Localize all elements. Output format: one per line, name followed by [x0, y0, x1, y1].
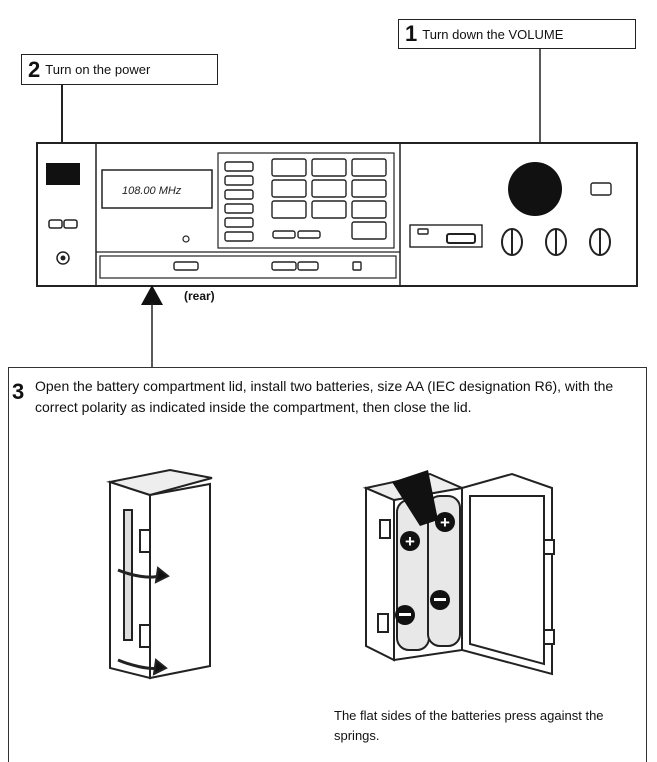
power-button — [46, 163, 80, 185]
step-1-number: 1 — [405, 21, 418, 46]
step-1-callout: 1 Turn down the VOLUME — [398, 19, 636, 49]
plus-icon: + — [440, 513, 450, 532]
display-readout: 108.00 MHz — [122, 185, 182, 197]
step-3-number: 3 — [12, 379, 25, 404]
step-3-text: Open the battery compartment lid, instal… — [35, 378, 614, 415]
minus-icon — [399, 613, 411, 616]
step-2-callout: 2 Turn on the power — [21, 54, 218, 85]
rear-label: (rear) — [184, 289, 215, 303]
plus-icon: + — [405, 532, 415, 551]
volume-knob — [508, 162, 562, 216]
up-arrow-icon — [141, 285, 163, 367]
minus-icon — [434, 598, 446, 601]
display-window — [101, 169, 213, 209]
step-2-number: 2 — [28, 56, 41, 82]
step-3-panel — [8, 367, 647, 762]
step-1-text: Turn down the VOLUME — [422, 26, 564, 42]
step-2-text: Turn on the power — [45, 62, 151, 77]
receiver-front-panel: 108.00 MHz — [36, 142, 638, 287]
battery-caption: The flat sides of the batteries press ag… — [334, 708, 604, 743]
remote-closed-illustration — [106, 468, 213, 680]
polarity-markers: + + — [392, 470, 455, 625]
